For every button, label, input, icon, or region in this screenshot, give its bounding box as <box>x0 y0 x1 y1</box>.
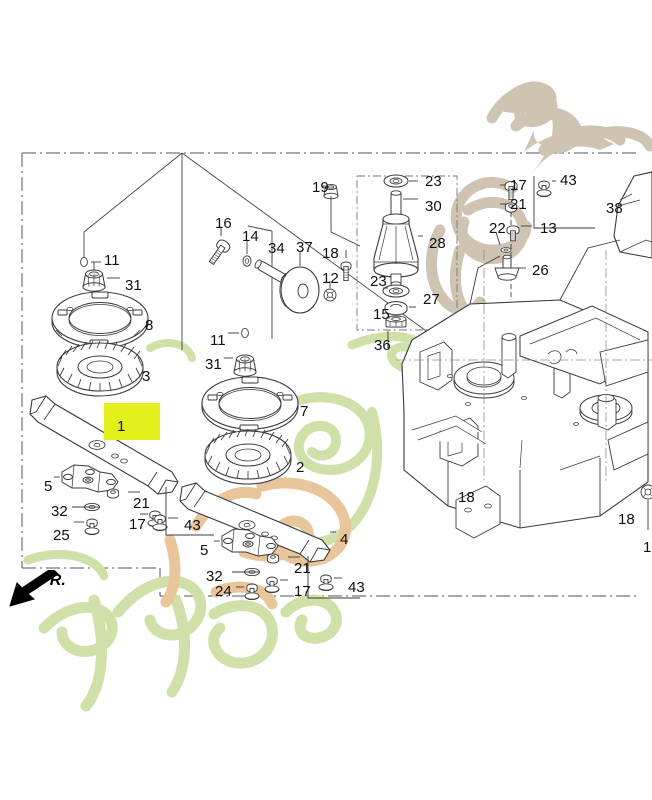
part-19-nut <box>323 183 339 200</box>
part-15-bearing <box>385 315 407 328</box>
callout-43: 43 <box>184 517 201 534</box>
callout-2: 2 <box>296 459 305 476</box>
part-1-highlight-box <box>104 403 160 440</box>
part-43-right <box>318 574 334 592</box>
callout-38: 38 <box>606 200 623 217</box>
callout-43: 43 <box>560 172 577 189</box>
callout-8: 8 <box>145 317 154 334</box>
callout-21: 21 <box>294 560 311 577</box>
callout-7: 7 <box>300 403 309 420</box>
callout-11: 11 <box>104 252 120 269</box>
part-18-bolt-upper <box>340 261 352 282</box>
part-14-washer <box>242 255 252 267</box>
part-5-right-holder <box>221 528 279 557</box>
callout-18: 18 <box>458 489 475 506</box>
callout-30: 30 <box>425 198 442 215</box>
callout-26: 26 <box>532 262 549 279</box>
callout-18: 18 <box>618 511 635 528</box>
callout-3: 3 <box>142 368 151 385</box>
callout-21: 21 <box>133 495 150 512</box>
callout-25: 25 <box>53 527 70 544</box>
part-31-right <box>233 354 257 377</box>
part-17-right <box>264 576 280 594</box>
group-brackets <box>54 476 360 599</box>
callout-32: 32 <box>206 568 223 585</box>
part-31-left <box>82 269 106 292</box>
callout-24: 24 <box>215 583 232 600</box>
part-25-bolt <box>84 518 100 536</box>
part-13-bolt <box>506 225 520 242</box>
callout-5: 5 <box>44 478 53 495</box>
callout-23: 23 <box>370 273 387 290</box>
part-2-fan <box>204 428 292 485</box>
callout-18: 18 <box>322 245 339 262</box>
part-1-blade <box>29 395 179 495</box>
callout-37: 37 <box>296 239 313 256</box>
part-11-right <box>241 327 249 339</box>
callout-32: 32 <box>51 503 68 520</box>
callout-11: 11 <box>210 332 226 349</box>
callout-12: 12 <box>322 270 339 287</box>
part-23-top-washer <box>383 174 409 188</box>
callout-36: 36 <box>374 337 391 354</box>
callout-17: 17 <box>294 583 311 600</box>
part-23-lower-washer <box>382 284 410 298</box>
callout-17: 17 <box>129 516 146 533</box>
callout-27: 27 <box>423 291 440 308</box>
callout-21: 21 <box>510 196 527 213</box>
part-37-pulley <box>279 266 320 314</box>
watermark-green-script <box>23 331 437 712</box>
callout-34: 34 <box>268 240 285 257</box>
part-26-bolt <box>494 254 520 281</box>
part-8-cover <box>51 291 149 349</box>
callout-14: 14 <box>242 228 259 245</box>
part-12-nut-right <box>640 484 652 500</box>
part-21-left <box>106 488 120 499</box>
callout-22: 22 <box>489 220 506 237</box>
part-5-left-holder <box>61 464 119 493</box>
spindle-subframe <box>356 175 458 331</box>
callout-17: 17 <box>510 177 527 194</box>
callout-23: 23 <box>425 173 442 190</box>
part-38-deflector <box>613 171 652 259</box>
callout-28: 28 <box>429 235 446 252</box>
fr-label: FR. <box>40 572 66 589</box>
callout-15: 15 <box>373 306 390 323</box>
part-43-top <box>536 180 552 198</box>
callout-19: 19 <box>312 179 329 196</box>
part-3-fan <box>56 340 144 397</box>
part-22-washer <box>500 247 512 253</box>
part-21-right <box>266 553 280 564</box>
callout-4: 4 <box>340 531 349 548</box>
callout-31: 31 <box>125 277 142 294</box>
callout-16: 16 <box>215 215 232 232</box>
mower-deck-housing <box>401 299 649 539</box>
part-28-spindle-housing <box>373 213 419 287</box>
callout-43: 43 <box>348 579 365 596</box>
callout-1: 1 <box>117 418 126 435</box>
callout-31: 31 <box>205 356 222 373</box>
part-11-left <box>80 256 88 268</box>
part-16-bolt <box>208 239 231 266</box>
callout-13: 13 <box>540 220 557 237</box>
part-12-nut-upper <box>323 288 337 302</box>
callout-12: 12 <box>643 539 652 556</box>
watermark-dotcom-script <box>425 81 652 347</box>
callout-5: 5 <box>200 542 209 559</box>
part-7-cover <box>201 376 299 434</box>
part-27-seal <box>384 301 408 316</box>
